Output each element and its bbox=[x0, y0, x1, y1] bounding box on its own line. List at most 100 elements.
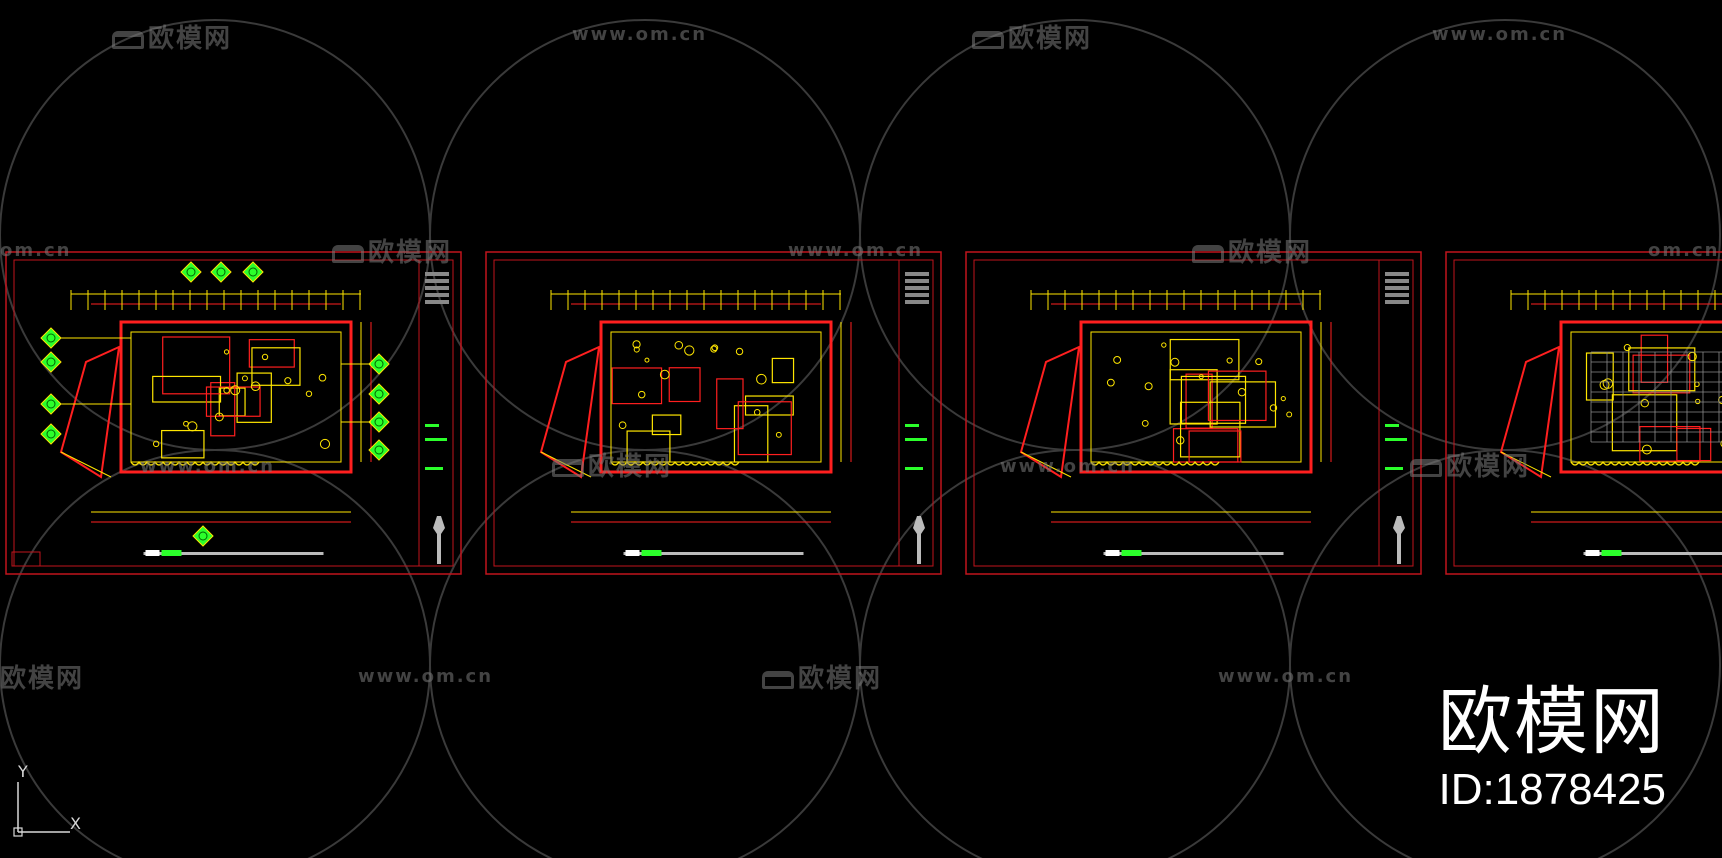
ucs-origin-box bbox=[13, 827, 23, 837]
title-bar bbox=[1103, 552, 1284, 555]
fixture-symbol bbox=[775, 431, 782, 438]
title-bar-logo-accent bbox=[641, 550, 662, 556]
elevation-tag-center bbox=[374, 389, 384, 399]
exterior-wall bbox=[1079, 320, 1313, 474]
asset-id-text: ID:1878425 bbox=[1438, 765, 1666, 814]
room-outline bbox=[1188, 430, 1242, 463]
room-outline bbox=[626, 430, 671, 463]
fixture-symbol bbox=[637, 390, 646, 399]
watermark-logo: 欧模网 bbox=[552, 446, 672, 483]
fixture-symbol bbox=[1161, 342, 1167, 348]
title-block-mark bbox=[425, 467, 443, 470]
fixture-symbol bbox=[1602, 378, 1614, 389]
room-outline bbox=[733, 405, 769, 463]
sheet-inner-border bbox=[493, 259, 934, 567]
title-bar bbox=[1583, 552, 1722, 555]
exterior-wall bbox=[119, 320, 353, 474]
interior-wall bbox=[130, 331, 342, 463]
fixture-symbol bbox=[1144, 382, 1153, 391]
fixture-symbol bbox=[1237, 388, 1247, 397]
balcony-rail bbox=[60, 451, 112, 478]
fixture-symbol bbox=[223, 387, 230, 394]
elevation-tag bbox=[368, 411, 390, 433]
exterior-wall bbox=[1559, 320, 1722, 474]
title-block-row bbox=[1385, 286, 1409, 290]
title-bar-logo bbox=[625, 550, 640, 556]
title-block-mark bbox=[905, 424, 919, 427]
fixture-symbol bbox=[250, 381, 261, 391]
sheet-border bbox=[485, 251, 942, 575]
elevation-tag bbox=[180, 261, 202, 283]
sofa-icon bbox=[112, 30, 144, 49]
watermark-url: om.cn bbox=[1648, 240, 1720, 261]
fixture-symbol bbox=[305, 390, 313, 397]
watermark-logo: 欧模网 bbox=[762, 658, 882, 695]
elevation-tag-center bbox=[46, 399, 56, 409]
room-outline bbox=[210, 382, 236, 437]
title-block-row bbox=[1385, 272, 1409, 276]
fixture-symbol bbox=[735, 347, 744, 356]
drawing-sheet-4[interactable] bbox=[1445, 251, 1722, 575]
elevation-tag bbox=[242, 261, 264, 283]
fixture-symbol bbox=[756, 373, 767, 385]
curtain-line bbox=[130, 460, 260, 466]
curtain-line bbox=[610, 460, 740, 466]
watermark-logo-text: 欧模网 bbox=[1446, 452, 1531, 482]
title-block-row bbox=[425, 272, 449, 276]
elevation-tag bbox=[368, 353, 390, 375]
fixture-symbol bbox=[152, 440, 160, 448]
curtain-line bbox=[1570, 460, 1700, 466]
room-outline bbox=[1209, 381, 1277, 428]
room-outline bbox=[161, 429, 205, 459]
fixture-symbol bbox=[1176, 436, 1185, 445]
fixture-symbol bbox=[1106, 378, 1115, 387]
sheet-border bbox=[5, 251, 462, 575]
room-outline bbox=[1179, 401, 1241, 458]
sheet-inner-border bbox=[1453, 259, 1722, 567]
fixture-symbol bbox=[1641, 444, 1652, 455]
watermark-logo-text: 欧模网 bbox=[1228, 238, 1313, 268]
room-outline bbox=[1676, 427, 1712, 462]
sofa-icon bbox=[1410, 458, 1442, 477]
room-outline bbox=[152, 375, 222, 403]
drawing-sheet-1[interactable] bbox=[5, 251, 462, 575]
watermark-logo: 欧模网 bbox=[1410, 446, 1530, 483]
title-bar-logo-accent bbox=[1601, 550, 1622, 556]
fixture-symbol bbox=[214, 412, 224, 422]
fixture-symbol bbox=[318, 373, 327, 382]
title-bar bbox=[143, 552, 324, 555]
drawing-sheet-3[interactable] bbox=[965, 251, 1422, 575]
ucs-y-label: Y bbox=[18, 762, 28, 781]
elevation-tag-center bbox=[46, 357, 56, 367]
title-block-mark bbox=[905, 467, 923, 470]
elevation-tag bbox=[40, 423, 62, 445]
title-block-row bbox=[905, 279, 929, 283]
fixture-symbol bbox=[241, 375, 248, 382]
fixture-symbol bbox=[1226, 357, 1233, 364]
elevation-tag-center bbox=[46, 333, 56, 343]
fixture-symbol bbox=[1280, 395, 1286, 402]
fixture-symbol bbox=[684, 345, 695, 356]
fixture-symbol bbox=[659, 369, 670, 380]
fixture-symbol bbox=[1269, 404, 1278, 412]
elevation-tag-center bbox=[198, 531, 208, 541]
elevation-tag-center bbox=[216, 267, 226, 277]
watermark-url: www.om.cn bbox=[788, 240, 924, 261]
drawing-sheet-2[interactable] bbox=[485, 251, 942, 575]
title-bar bbox=[623, 552, 804, 555]
curtain-line bbox=[1090, 460, 1220, 466]
elevation-tag-center bbox=[374, 445, 384, 455]
fixture-symbol bbox=[223, 349, 230, 355]
title-block-row bbox=[905, 272, 929, 276]
sofa-icon bbox=[972, 30, 1004, 49]
room-outline bbox=[771, 357, 795, 384]
elevation-tag-center bbox=[186, 267, 196, 277]
elevation-tag bbox=[210, 261, 232, 283]
sofa-icon bbox=[1192, 244, 1224, 263]
interior-wall bbox=[610, 331, 822, 463]
room-outline bbox=[218, 387, 246, 417]
fixture-symbol bbox=[633, 346, 640, 353]
fixture-symbol bbox=[711, 344, 719, 352]
